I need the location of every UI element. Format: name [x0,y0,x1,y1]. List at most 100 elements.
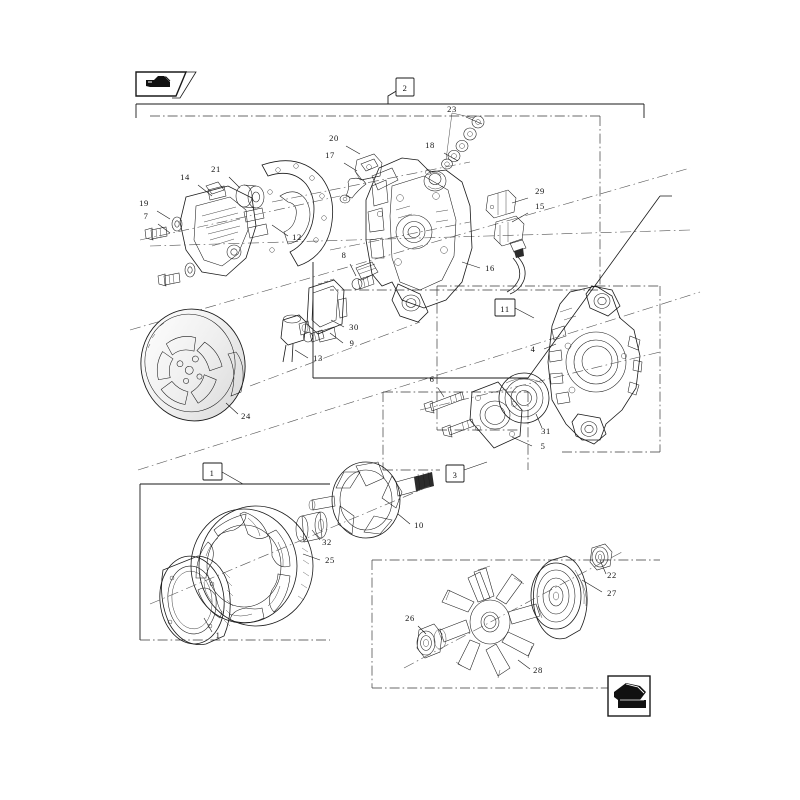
callout-leader-13 [294,349,309,359]
callout-leader-7 [157,223,171,234]
callout-25[interactable]: 25 [302,553,335,565]
boot-glyph-right [614,683,646,708]
callout-12[interactable]: 12 [271,224,302,242]
callout-leader-20 [345,145,361,155]
callout-27[interactable]: 27 [581,579,617,598]
callout-16[interactable]: 16 [461,261,495,273]
callout-layer: 2320171814211971229158163091324463151032… [139,104,617,675]
callout-leader-21 [228,176,241,189]
callout-leader-23 [465,116,483,125]
callout-24[interactable]: 24 [225,402,251,421]
group-label-3-text: 3 [453,470,458,480]
callout-32[interactable]: 32 [311,529,332,547]
part-regulator-screw [303,329,325,343]
part-rear-housing [355,157,473,323]
stator-windings [195,511,291,623]
callout-1[interactable]: 1 [203,617,221,640]
callout-leader-8 [349,263,357,277]
callout-31[interactable]: 31 [535,413,551,436]
callout-21[interactable]: 21 [211,164,241,189]
part-terminal-stud [339,177,367,204]
callout-number-14: 14 [180,172,190,182]
callout-leader-14 [197,184,213,197]
callout-leader-22 [599,559,607,575]
callout-4[interactable]: 4 [531,343,557,354]
callout-number-29: 29 [535,186,545,196]
callout-28[interactable]: 28 [517,659,543,675]
callout-number-32: 32 [322,537,332,547]
washer-3 [455,140,469,152]
assembly-reference-lines [129,167,701,471]
group-label-1-text: 1 [210,468,215,478]
callout-number-7: 7 [144,211,149,221]
callout-number-21: 21 [211,164,221,174]
callout-leader-28 [517,659,531,670]
callout-20[interactable]: 20 [329,133,361,155]
nut-2 [463,127,477,141]
callout-7[interactable]: 7 [144,211,171,234]
callout-10[interactable]: 10 [397,513,424,530]
callout-number-30: 30 [349,322,359,332]
callout-number-18: 18 [425,140,435,150]
callout-26[interactable]: 26 [405,613,427,635]
callout-18[interactable]: 18 [425,140,459,162]
group-label-1[interactable]: 1 [202,462,244,485]
callout-number-5: 5 [541,441,546,451]
callout-number-26: 26 [405,613,415,623]
part-rear-bearing [416,623,447,659]
callout-14[interactable]: 14 [180,172,213,197]
callout-23[interactable]: 23 [447,104,483,125]
part-pulley [530,555,588,640]
retainer-screw-2 [441,418,475,438]
group-label-3[interactable]: 3 [445,461,488,483]
callout-number-1: 1 [216,630,221,640]
callout-leader-30 [330,319,345,328]
group-label-2[interactable]: 2 [395,77,415,97]
group-label-11-text: 11 [500,304,509,314]
callout-leader-32 [311,529,321,541]
group-label-2-text: 2 [403,83,408,93]
callout-29[interactable]: 29 [511,186,545,204]
part-grommet [423,170,447,192]
part-front-housing [547,285,643,445]
callout-17[interactable]: 17 [325,150,358,172]
callout-number-15: 15 [535,201,545,211]
group-11-boundary [436,285,661,453]
callout-leader-27 [581,579,603,593]
callout-13[interactable]: 13 [294,349,323,363]
callout-number-8: 8 [342,250,347,260]
callout-19[interactable]: 19 [139,198,171,220]
part-voltage-regulator [306,278,348,343]
callout-leader-12 [271,224,289,237]
callout-9[interactable]: 9 [329,332,354,348]
callout-leader-5 [511,436,533,447]
callout-number-25: 25 [325,555,335,565]
boot-direction-icon-left[interactable] [135,71,197,99]
callout-number-13: 13 [313,353,323,363]
callout-8[interactable]: 8 [342,250,357,277]
part-washer-upper [171,216,183,232]
retainer-screw-1 [423,391,465,414]
group-1-boundary [139,483,330,641]
callout-leader-26 [417,625,427,635]
group-label-11[interactable]: 11 [494,298,535,319]
group-2-bracket [135,89,645,118]
group-2-lower-frame [312,195,672,379]
callout-leader-9 [329,332,344,344]
part-harness-connector [493,215,527,295]
callout-5[interactable]: 5 [511,436,546,451]
callout-leader-24 [225,402,239,415]
callout-22[interactable]: 22 [599,559,617,580]
callout-leader-31 [535,413,543,429]
callout-number-19: 19 [139,198,149,208]
callout-15[interactable]: 15 [511,201,545,223]
callout-leader-18 [443,152,459,162]
boot-direction-icon-right[interactable] [607,675,651,717]
callout-number-22: 22 [607,570,617,580]
callout-number-16: 16 [485,263,495,273]
callout-6[interactable]: 6 [430,374,445,398]
callout-30[interactable]: 30 [330,319,359,332]
part-screw-lower [157,272,181,287]
